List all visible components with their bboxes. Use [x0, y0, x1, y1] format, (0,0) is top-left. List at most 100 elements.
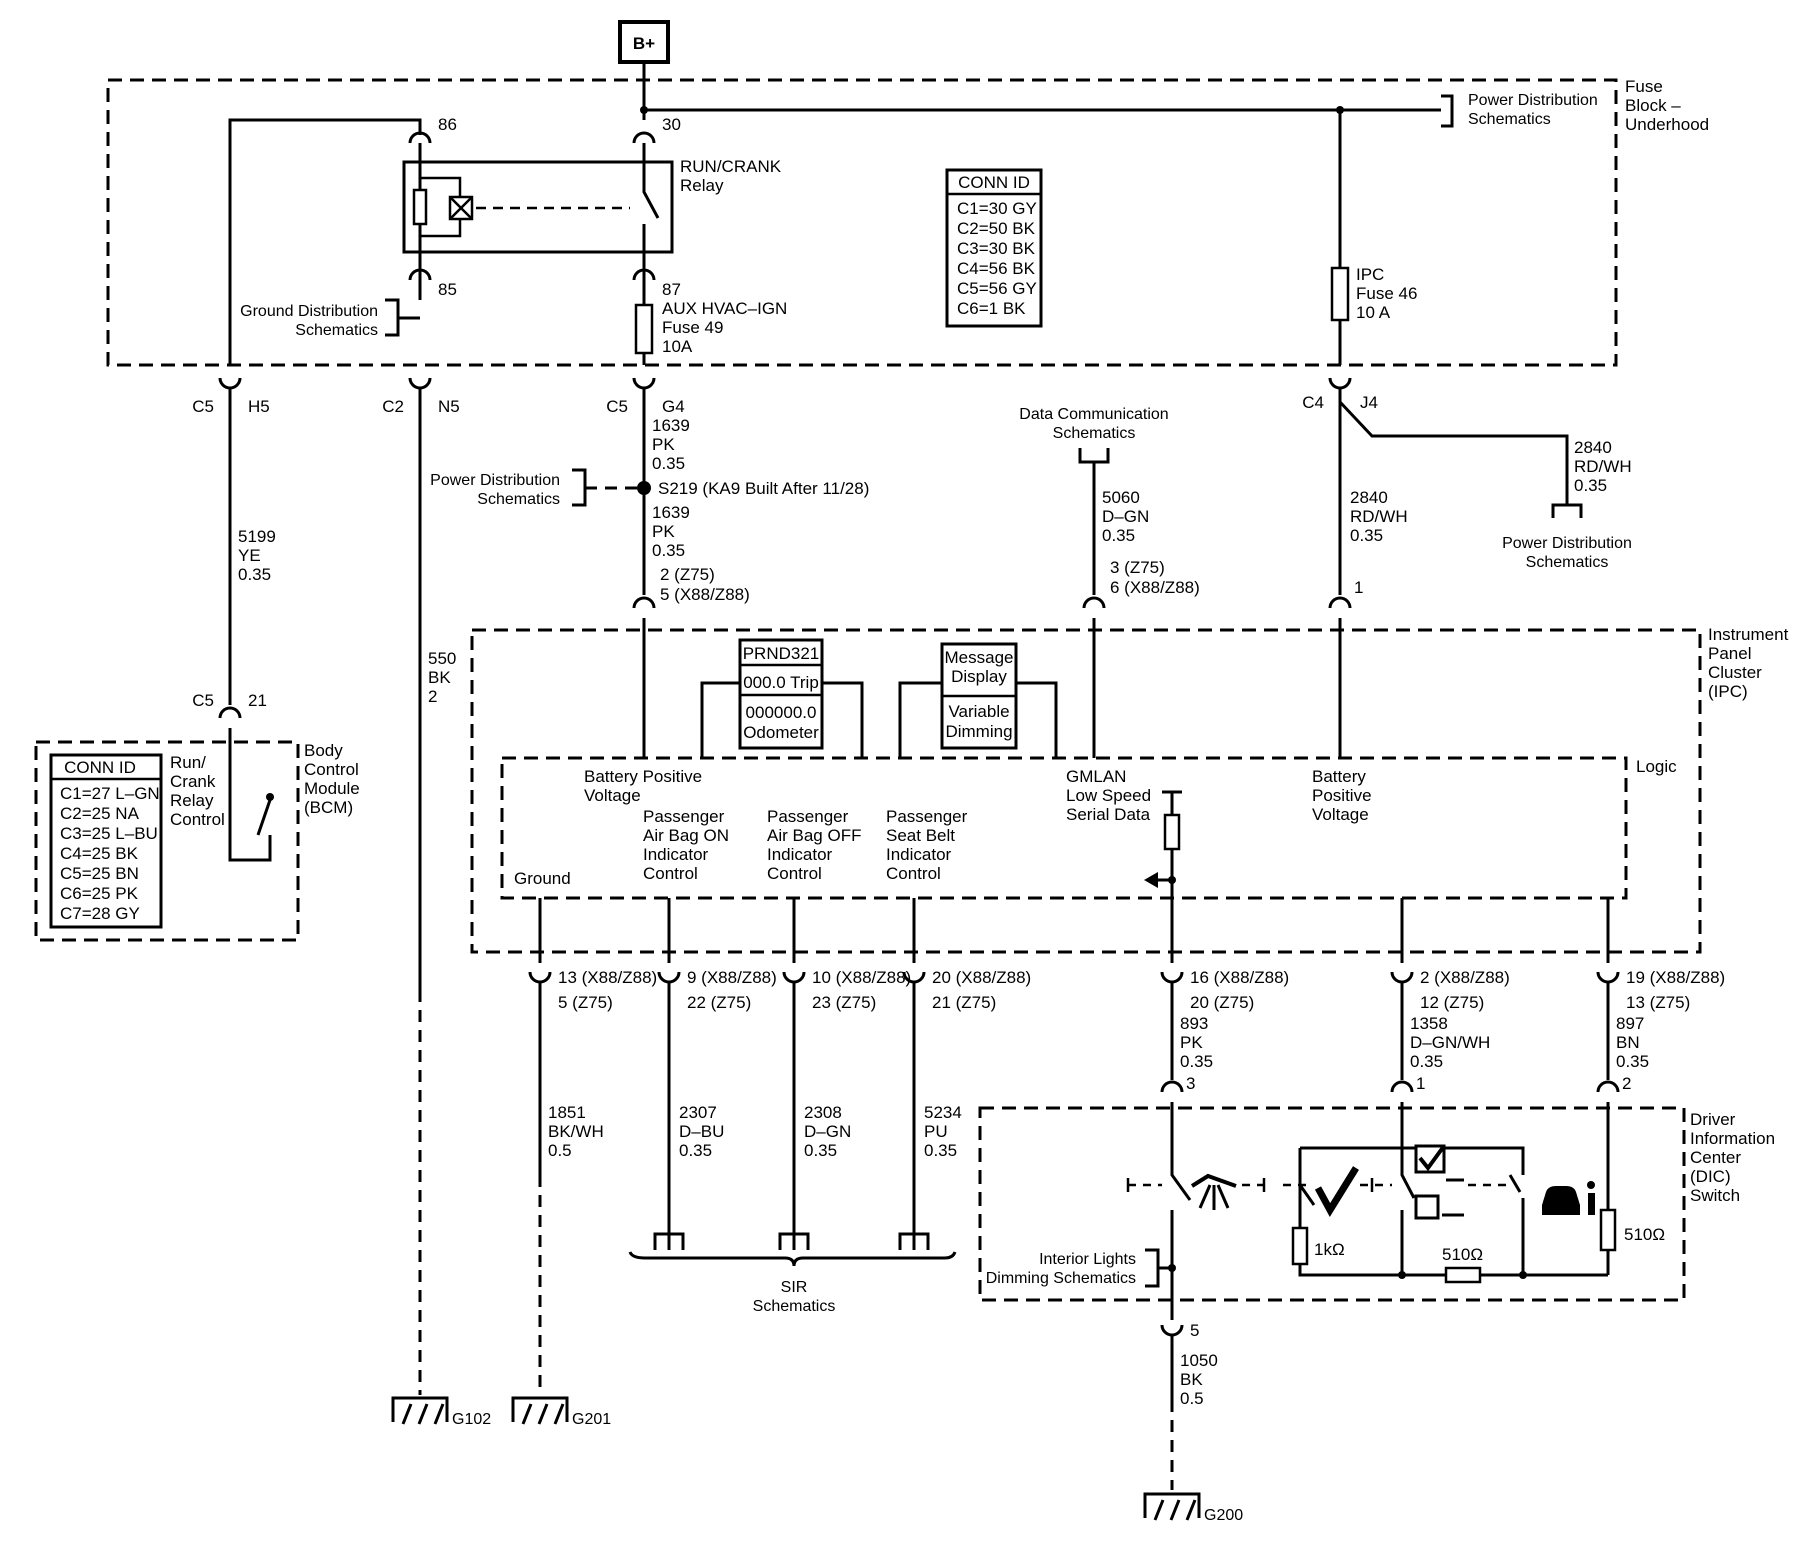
svg-text:Control: Control [767, 864, 822, 883]
svg-text:Schematics: Schematics [1468, 111, 1551, 128]
svg-text:C6=1 BK: C6=1 BK [957, 299, 1026, 318]
wire-550: 550 BK 2 [428, 649, 456, 706]
svg-text:2 (X88/Z88): 2 (X88/Z88) [1420, 968, 1510, 987]
label-gmlan: GMLAN Low Speed Serial Data [1066, 767, 1151, 824]
battery-label: B+ [633, 34, 655, 53]
svg-text:Control: Control [304, 760, 359, 779]
svg-text:Fuse 49: Fuse 49 [662, 318, 723, 337]
svg-text:0.35: 0.35 [1574, 476, 1607, 495]
svg-text:Body: Body [304, 741, 343, 760]
svg-text:Seat Belt: Seat Belt [886, 826, 955, 845]
svg-text:J4: J4 [1360, 393, 1378, 412]
label-pab-off: Passenger Air Bag OFF Indicator Control [767, 807, 861, 883]
svg-text:0.5: 0.5 [1180, 1389, 1204, 1408]
svg-text:Fuse: Fuse [1625, 77, 1663, 96]
svg-text:5199: 5199 [238, 527, 276, 546]
svg-text:C5=25 BN: C5=25 BN [60, 864, 139, 883]
svg-text:Indicator: Indicator [767, 845, 833, 864]
svg-text:9 (X88/Z88): 9 (X88/Z88) [687, 968, 777, 987]
fuse-block-border [106, 78, 1618, 367]
sir-schematics-ref: SIR Schematics [753, 1279, 836, 1315]
svg-text:CONN ID: CONN ID [64, 758, 136, 777]
svg-text:21: 21 [248, 691, 267, 710]
svg-text:C2=25 NA: C2=25 NA [60, 804, 140, 823]
svg-text:1851: 1851 [548, 1103, 586, 1122]
svg-text:C3=30 BK: C3=30 BK [957, 239, 1036, 258]
svg-text:Run/: Run/ [170, 753, 206, 772]
prnd321-display: PRND321 000.0 Trip 000000.0 Odometer [700, 638, 864, 758]
svg-text:16 (X88/Z88): 16 (X88/Z88) [1190, 968, 1289, 987]
svg-text:G102: G102 [452, 1411, 491, 1428]
ipc-pin-2: 2 (X88/Z88) 12 (Z75) [1390, 968, 1510, 1012]
svg-text:10 (X88/Z88): 10 (X88/Z88) [812, 968, 911, 987]
svg-text:22 (Z75): 22 (Z75) [687, 993, 751, 1012]
checkbox-icon [1414, 1144, 1464, 1220]
data-communication-ref: Data Communication Schematics [1019, 406, 1168, 442]
dic-border [978, 1106, 1686, 1302]
svg-text:Voltage: Voltage [584, 786, 641, 805]
svg-text:AUX HVAC–IGN: AUX HVAC–IGN [662, 299, 787, 318]
svg-text:2: 2 [428, 687, 437, 706]
svg-text:1: 1 [1354, 578, 1363, 597]
ipc-logic-border [500, 756, 1628, 900]
svg-text:Control: Control [170, 810, 225, 829]
fuse-block-title: Fuse Block – Underhood [1625, 77, 1709, 134]
bcm-border [34, 740, 300, 942]
svg-text:G200: G200 [1204, 1507, 1243, 1524]
svg-text:BK/WH: BK/WH [548, 1122, 604, 1141]
svg-text:Fuse 46: Fuse 46 [1356, 284, 1417, 303]
svg-text:0.35: 0.35 [1410, 1052, 1443, 1071]
svg-text:GMLAN: GMLAN [1066, 767, 1126, 786]
svg-text:Relay: Relay [170, 791, 214, 810]
svg-text:C5: C5 [192, 691, 214, 710]
wire-2840-right: 2840 RD/WH 0.35 [1574, 438, 1632, 495]
svg-text:0.35: 0.35 [1616, 1052, 1649, 1071]
svg-text:C1=27 L–GN: C1=27 L–GN [60, 784, 160, 803]
svg-text:Air Bag OFF: Air Bag OFF [767, 826, 861, 845]
ipc-pin-13: 13 (X88/Z88) 5 (Z75) [528, 968, 657, 1012]
svg-text:000000.0: 000000.0 [746, 703, 817, 722]
svg-text:Schematics: Schematics [1053, 425, 1136, 442]
svg-text:Air Bag ON: Air Bag ON [643, 826, 729, 845]
svg-text:Relay: Relay [680, 176, 724, 195]
svg-text:30: 30 [662, 115, 681, 134]
svg-text:5060: 5060 [1102, 488, 1140, 507]
svg-text:Cluster: Cluster [1708, 663, 1762, 682]
svg-text:RD/WH: RD/WH [1350, 507, 1408, 526]
svg-text:Block –: Block – [1625, 96, 1681, 115]
dome-light-icon [1190, 1173, 1237, 1210]
svg-text:Driver: Driver [1690, 1110, 1736, 1129]
svg-text:21 (Z75): 21 (Z75) [932, 993, 996, 1012]
svg-text:PK: PK [652, 522, 675, 541]
svg-text:Dimming: Dimming [945, 722, 1012, 741]
ipc-pin-9: 9 (X88/Z88) 22 (Z75) [657, 968, 777, 1012]
svg-text:C6=25 PK: C6=25 PK [60, 884, 139, 903]
svg-text:893: 893 [1180, 1014, 1208, 1033]
svg-text:Power Distribution: Power Distribution [1468, 92, 1598, 109]
svg-text:C7=28 GY: C7=28 GY [60, 904, 140, 923]
power-distribution-ref-splice: Power Distribution Schematics [430, 472, 560, 508]
ipc-pin-19: 19 (X88/Z88) 13 (Z75) [1596, 968, 1725, 1012]
svg-text:Message: Message [945, 648, 1014, 667]
dic-title: Driver Information Center (DIC) Switch [1690, 1110, 1775, 1205]
svg-text:BN: BN [1616, 1033, 1640, 1052]
svg-text:Panel: Panel [1708, 644, 1751, 663]
svg-text:PK: PK [652, 435, 675, 454]
svg-text:87: 87 [662, 280, 681, 299]
svg-text:Schematics: Schematics [477, 491, 560, 508]
svg-text:Power Distribution: Power Distribution [1502, 535, 1632, 552]
svg-text:2 (Z75): 2 (Z75) [660, 565, 715, 584]
svg-text:Control: Control [643, 864, 698, 883]
svg-text:Schematics: Schematics [753, 1298, 836, 1315]
svg-text:10A: 10A [662, 337, 693, 356]
ipc-border [470, 628, 1702, 954]
svg-text:G4: G4 [662, 397, 685, 416]
ipc-title: Instrument Panel Cluster (IPC) [1708, 625, 1789, 701]
svg-text:C4=56 BK: C4=56 BK [957, 259, 1036, 278]
svg-text:1639: 1639 [652, 503, 690, 522]
wire-5234: 5234 PU 0.35 [924, 1103, 962, 1160]
svg-text:000.0 Trip: 000.0 Trip [743, 673, 819, 692]
svg-text:0.35: 0.35 [1102, 526, 1135, 545]
svg-text:0.35: 0.35 [1180, 1052, 1213, 1071]
